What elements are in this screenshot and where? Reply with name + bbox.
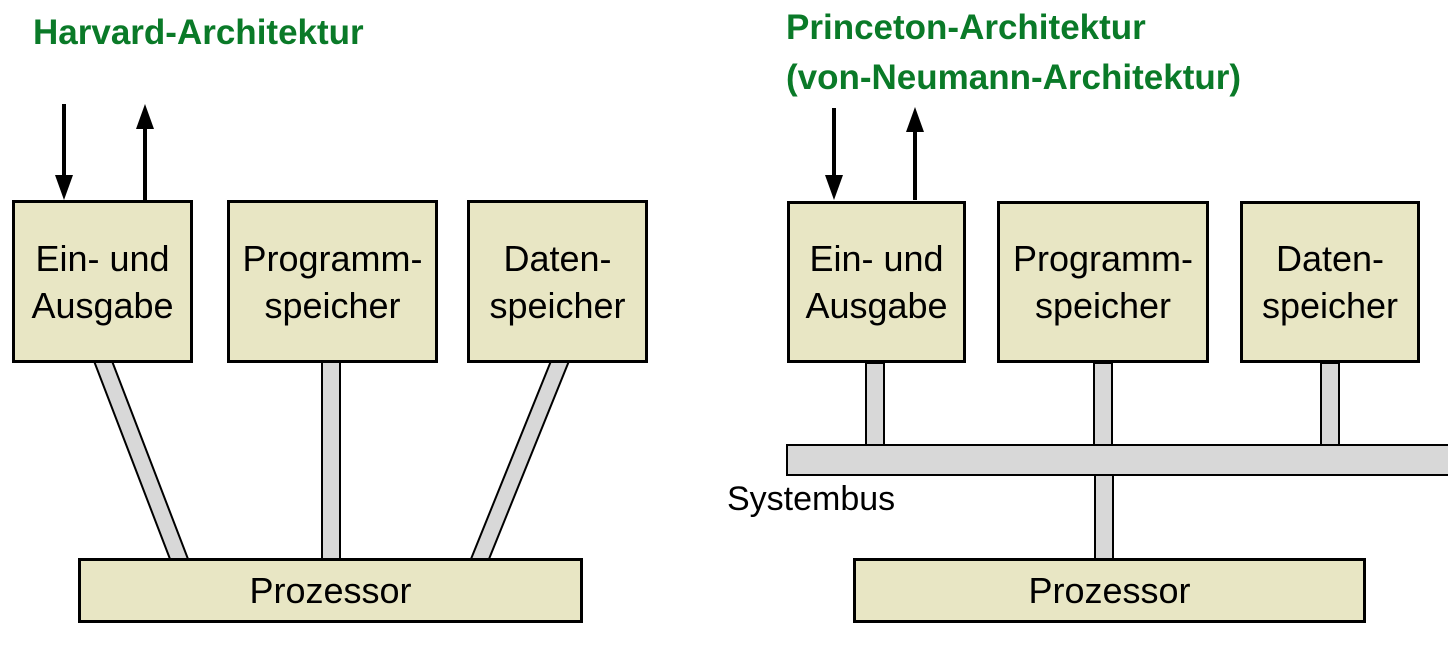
- princeton-title-line1: Princeton-Architektur: [786, 8, 1146, 47]
- output-arrow-icon: [136, 104, 154, 200]
- program-bus-connector: [321, 360, 341, 560]
- data-bus-connector: [469, 360, 571, 560]
- io-bus-connector: [865, 362, 885, 448]
- output-arrow-icon: [906, 107, 924, 200]
- data-bus-connector: [1320, 362, 1340, 448]
- princeton-program-memory-box: Programm- speicher: [997, 201, 1209, 363]
- princeton-data-memory-box: Daten- speicher: [1240, 201, 1420, 363]
- harvard-program-label-line1: Programm-: [242, 237, 423, 279]
- input-arrow-icon: [825, 108, 843, 200]
- princeton-title: Princeton-Architektur (von-Neumann-Archi…: [786, 3, 1241, 103]
- princeton-io-box: Ein- und Ausgabe: [787, 201, 966, 363]
- princeton-title-line2: (von-Neumann-Architektur): [786, 58, 1242, 97]
- harvard-title: Harvard-Architektur: [33, 13, 364, 52]
- harvard-data-label-line1: Daten-: [503, 237, 612, 279]
- princeton-io-label-line1: Ein- und: [809, 238, 944, 279]
- princeton-io-label-line2: Ausgabe: [805, 285, 948, 326]
- harvard-processor-label: Prozessor: [249, 569, 412, 611]
- processor-bus-connector: [1094, 472, 1114, 561]
- io-bus-connector: [92, 360, 190, 560]
- princeton-processor-box: Prozessor: [853, 558, 1366, 623]
- input-arrow-icon: [55, 104, 73, 200]
- princeton-data-label-line2: speicher: [1261, 285, 1399, 326]
- system-bus-label: Systembus: [727, 480, 896, 518]
- princeton-program-label-line1: Programm-: [1012, 238, 1194, 279]
- harvard-io-box: Ein- und Ausgabe: [12, 200, 193, 363]
- harvard-data-memory-box: Daten- speicher: [467, 200, 648, 363]
- princeton-program-label-line2: speicher: [1034, 285, 1172, 326]
- harvard-processor-box: Prozessor: [78, 558, 583, 623]
- harvard-io-label-line2: Ausgabe: [31, 284, 174, 326]
- system-bus-bar: [786, 444, 1448, 476]
- princeton-data-label-line1: Daten-: [1275, 238, 1385, 279]
- princeton-processor-label: Prozessor: [1028, 569, 1191, 611]
- harvard-io-label-line1: Ein- und: [35, 237, 170, 279]
- harvard-program-memory-box: Programm- speicher: [227, 200, 438, 363]
- harvard-program-label-line2: speicher: [264, 284, 401, 326]
- program-bus-connector: [1093, 362, 1113, 448]
- harvard-data-label-line2: speicher: [489, 284, 626, 326]
